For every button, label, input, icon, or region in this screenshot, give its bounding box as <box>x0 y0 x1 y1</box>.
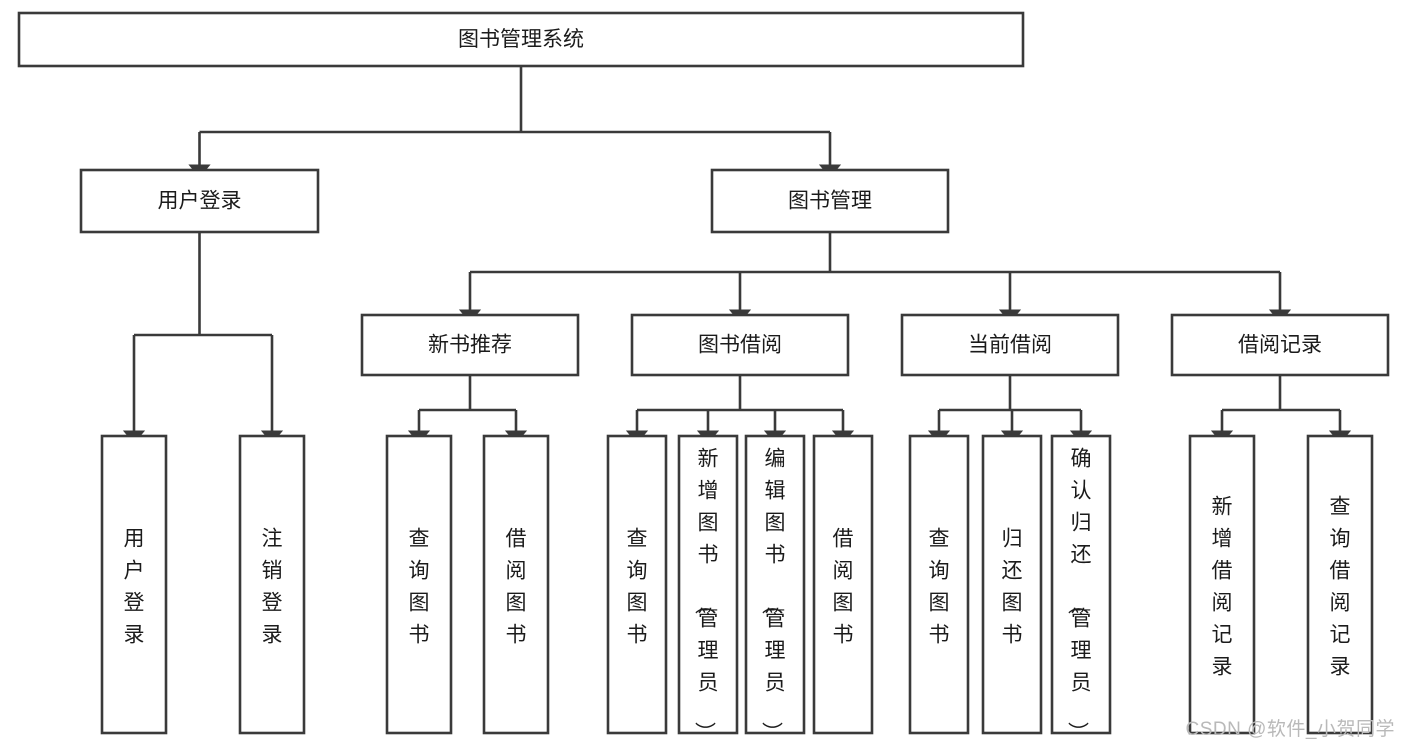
node-label-new-book-rec: 新书推荐 <box>428 334 512 357</box>
node-box-leaf-query-book-2[interactable] <box>606 434 668 735</box>
node-label-leaf-return-book: 归还图书 <box>1002 527 1023 646</box>
node-label-leaf-borrow-book-1: 借阅图书 <box>506 527 527 646</box>
node-leaf-user-logout[interactable]: 注销登录 <box>238 434 306 735</box>
node-box-leaf-return-book[interactable] <box>981 434 1043 735</box>
node-box-leaf-user-login[interactable] <box>100 434 168 735</box>
node-box-borrow-record[interactable] <box>1170 313 1390 377</box>
node-label-leaf-query-book-1: 查询图书 <box>409 527 430 646</box>
node-label-book-borrow: 图书借阅 <box>698 334 782 357</box>
node-box-leaf-borrow-book-1[interactable] <box>482 434 550 735</box>
node-root[interactable]: 图书管理系统 <box>17 11 1025 68</box>
node-borrow-record[interactable]: 借阅记录 <box>1170 313 1390 377</box>
node-current-borrow[interactable]: 当前借阅 <box>900 313 1120 377</box>
node-label-current-borrow: 当前借阅 <box>968 334 1052 357</box>
node-book-manage[interactable]: 图书管理 <box>710 168 950 234</box>
node-label-leaf-query-book-3: 查询图书 <box>929 527 950 646</box>
node-leaf-query-book-3[interactable]: 查询图书 <box>908 434 970 735</box>
node-leaf-query-book-1[interactable]: 查询图书 <box>385 434 453 735</box>
node-box-leaf-add-book[interactable] <box>677 434 739 735</box>
node-leaf-add-record[interactable]: 新增借阅记录 <box>1188 434 1256 735</box>
node-label-leaf-query-record: 查询借阅记录 <box>1330 495 1351 678</box>
node-box-new-book-rec[interactable] <box>360 313 580 377</box>
node-box-leaf-user-logout[interactable] <box>238 434 306 735</box>
node-boxes: 图书管理系统用户登录图书管理新书推荐图书借阅当前借阅借阅记录用户登录注销登录查询… <box>17 11 1390 742</box>
node-label-borrow-record: 借阅记录 <box>1238 334 1322 357</box>
node-label-book-manage: 图书管理 <box>788 190 872 213</box>
node-label-leaf-user-login: 用户登录 <box>124 527 145 646</box>
node-label-user-login: 用户登录 <box>158 190 242 213</box>
node-leaf-borrow-book-1[interactable]: 借阅图书 <box>482 434 550 735</box>
node-box-leaf-edit-book[interactable] <box>744 434 806 735</box>
node-box-root[interactable] <box>17 11 1025 68</box>
node-box-leaf-query-book-1[interactable] <box>385 434 453 735</box>
node-box-book-manage[interactable] <box>710 168 950 234</box>
node-label-leaf-borrow-book-2: 借阅图书 <box>833 527 854 646</box>
node-user-login[interactable]: 用户登录 <box>79 168 320 234</box>
node-box-book-borrow[interactable] <box>630 313 850 377</box>
node-label-leaf-edit-book: 编辑图书（管理员） <box>760 447 786 742</box>
node-leaf-user-login[interactable]: 用户登录 <box>100 434 168 735</box>
connector-lines <box>122 66 1352 444</box>
node-box-leaf-add-record[interactable] <box>1188 434 1256 735</box>
node-leaf-query-record[interactable]: 查询借阅记录 <box>1306 434 1374 735</box>
node-leaf-edit-book[interactable]: 编辑图书（管理员） <box>744 434 806 742</box>
node-box-current-borrow[interactable] <box>900 313 1120 377</box>
node-leaf-query-book-2[interactable]: 查询图书 <box>606 434 668 735</box>
node-box-leaf-confirm-return[interactable] <box>1050 434 1112 735</box>
node-leaf-return-book[interactable]: 归还图书 <box>981 434 1043 735</box>
node-label-leaf-add-record: 新增借阅记录 <box>1212 495 1233 678</box>
node-box-user-login[interactable] <box>79 168 320 234</box>
node-leaf-add-book[interactable]: 新增图书（管理员） <box>677 434 739 742</box>
node-leaf-borrow-book-2[interactable]: 借阅图书 <box>812 434 874 735</box>
node-label-leaf-user-logout: 注销登录 <box>262 527 283 646</box>
node-label-root: 图书管理系统 <box>458 28 584 51</box>
node-box-leaf-query-record[interactable] <box>1306 434 1374 735</box>
node-label-leaf-add-book: 新增图书（管理员） <box>693 447 719 742</box>
node-label-leaf-query-book-2: 查询图书 <box>627 527 648 646</box>
node-new-book-rec[interactable]: 新书推荐 <box>360 313 580 377</box>
node-box-leaf-borrow-book-2[interactable] <box>812 434 874 735</box>
node-box-leaf-query-book-3[interactable] <box>908 434 970 735</box>
node-leaf-confirm-return[interactable]: 确认归还（管理员） <box>1050 434 1112 742</box>
node-label-leaf-confirm-return: 确认归还（管理员） <box>1066 447 1092 742</box>
node-book-borrow[interactable]: 图书借阅 <box>630 313 850 377</box>
